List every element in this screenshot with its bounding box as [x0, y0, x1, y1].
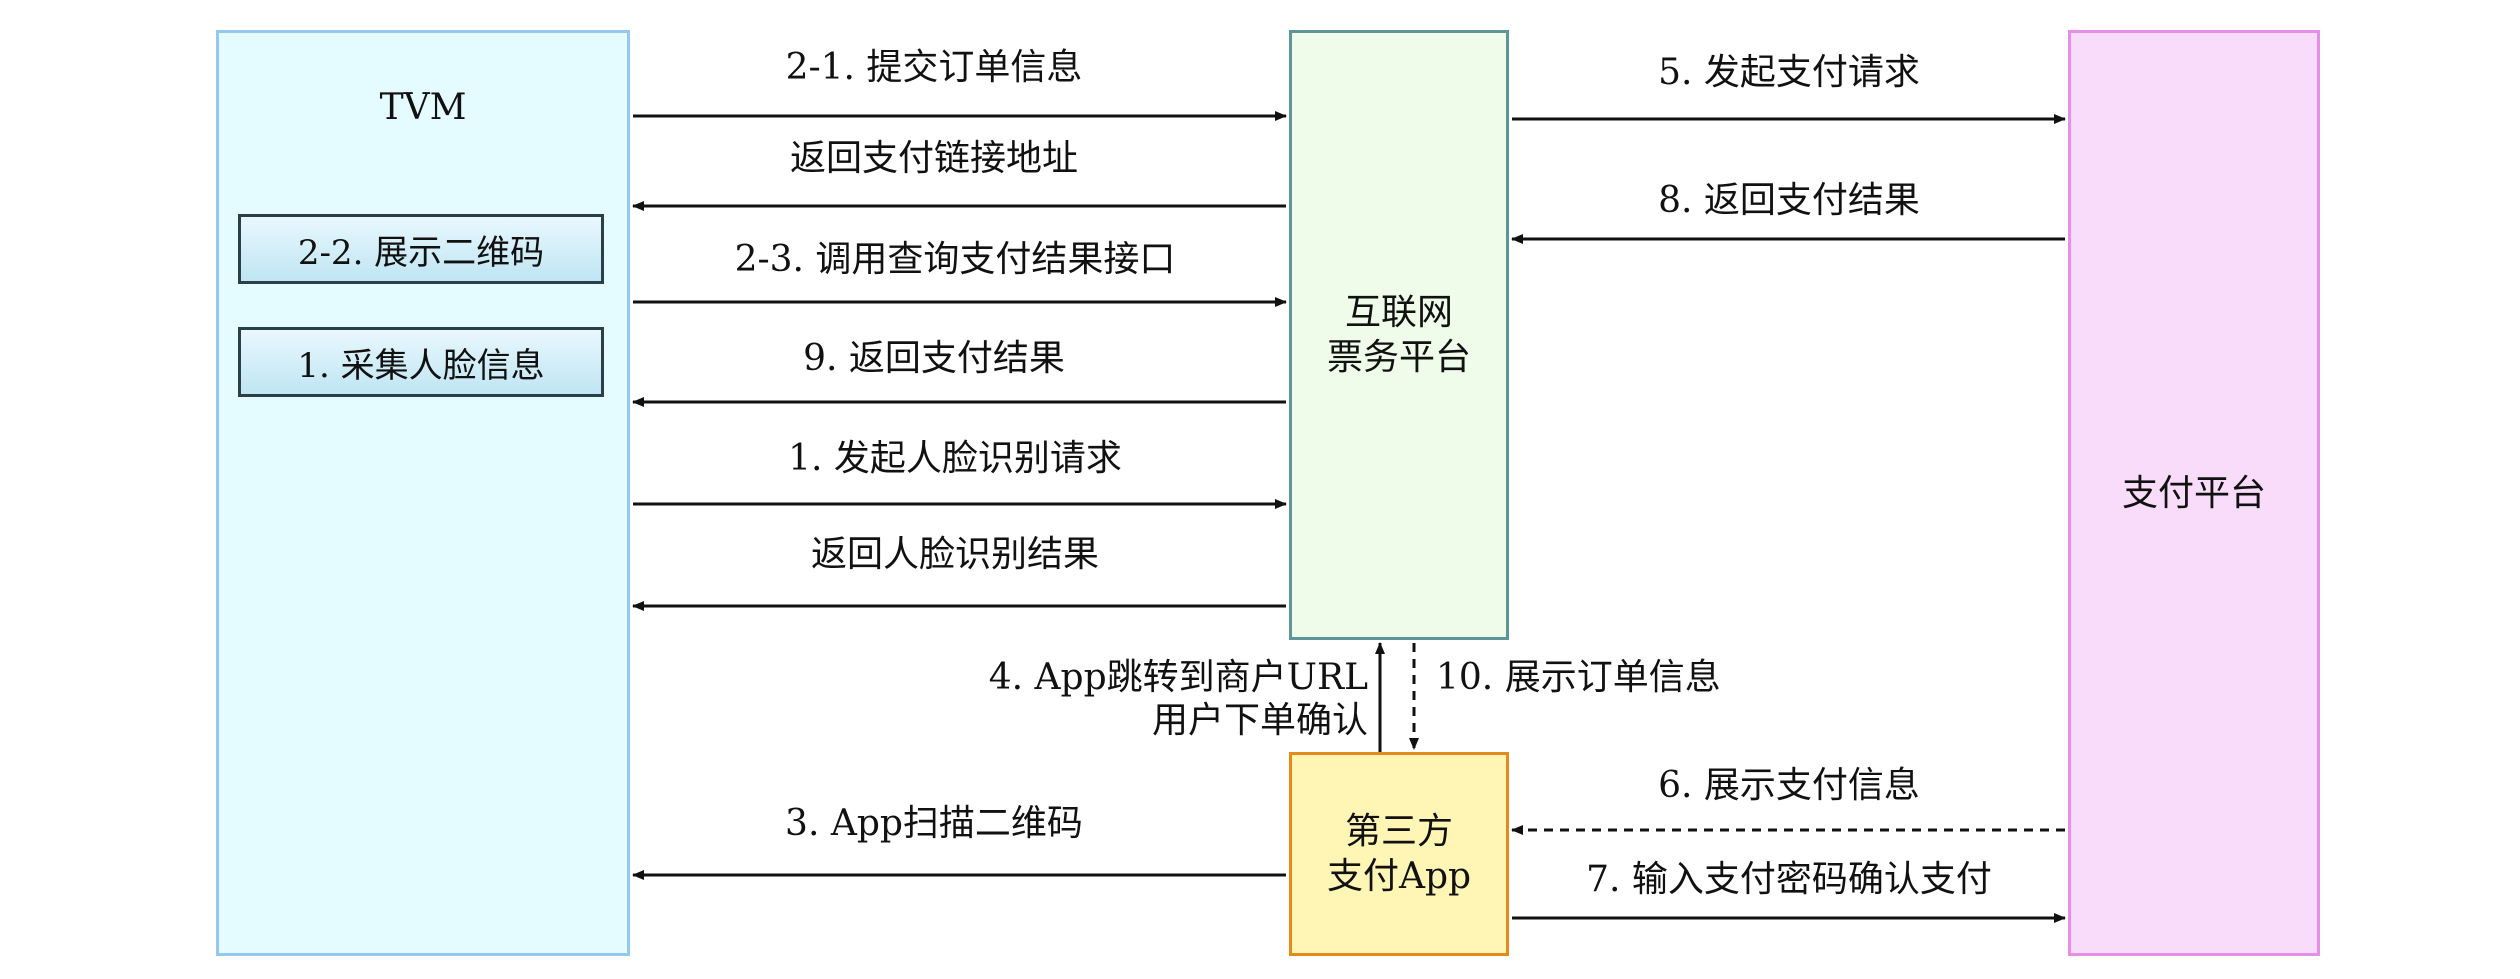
- return-payment-link-label: 返回支付链接地址: [789, 138, 1079, 179]
- submit-order-label: 2-1. 提交订单信息: [785, 47, 1083, 88]
- collect-face-box: 1. 采集人脸信息: [238, 327, 604, 397]
- payment-platform-box: 支付平台: [2068, 30, 2320, 956]
- tvm-box: TVM: [216, 30, 630, 956]
- ticket-platform-label: 互联网 票务平台: [1326, 292, 1471, 378]
- tvm-title: TVM: [379, 87, 467, 128]
- third-party-app-label: 第三方 支付App: [1326, 811, 1472, 897]
- query-payment-result-label: 2-3. 调用查询支付结果接口: [734, 239, 1176, 280]
- enter-password-label: 7. 输入支付密码确认支付: [1586, 859, 1992, 900]
- start-payment-label: 5. 发起支付请求: [1658, 52, 1920, 93]
- third-party-app-box: 第三方 支付App: [1289, 752, 1509, 956]
- scan-qr-label: 3. App扫描二维码: [785, 803, 1083, 844]
- ticket-platform-box: 互联网 票务平台: [1289, 30, 1509, 640]
- app-jump-label: 4. App跳转到商户URL 用户下单确认: [988, 657, 1368, 742]
- return-payment-result-9-label: 9. 返回支付结果: [803, 338, 1065, 379]
- return-payment-result-8-label: 8. 返回支付结果: [1658, 180, 1920, 221]
- show-order-label: 10. 展示订单信息: [1436, 657, 1721, 698]
- face-result-label: 返回人脸识别结果: [810, 534, 1100, 575]
- show-qr-box: 2-2. 展示二维码: [238, 214, 604, 284]
- show-payment-info-label: 6. 展示支付信息: [1658, 765, 1920, 806]
- face-request-label: 1. 发起人脸识别请求: [788, 438, 1122, 479]
